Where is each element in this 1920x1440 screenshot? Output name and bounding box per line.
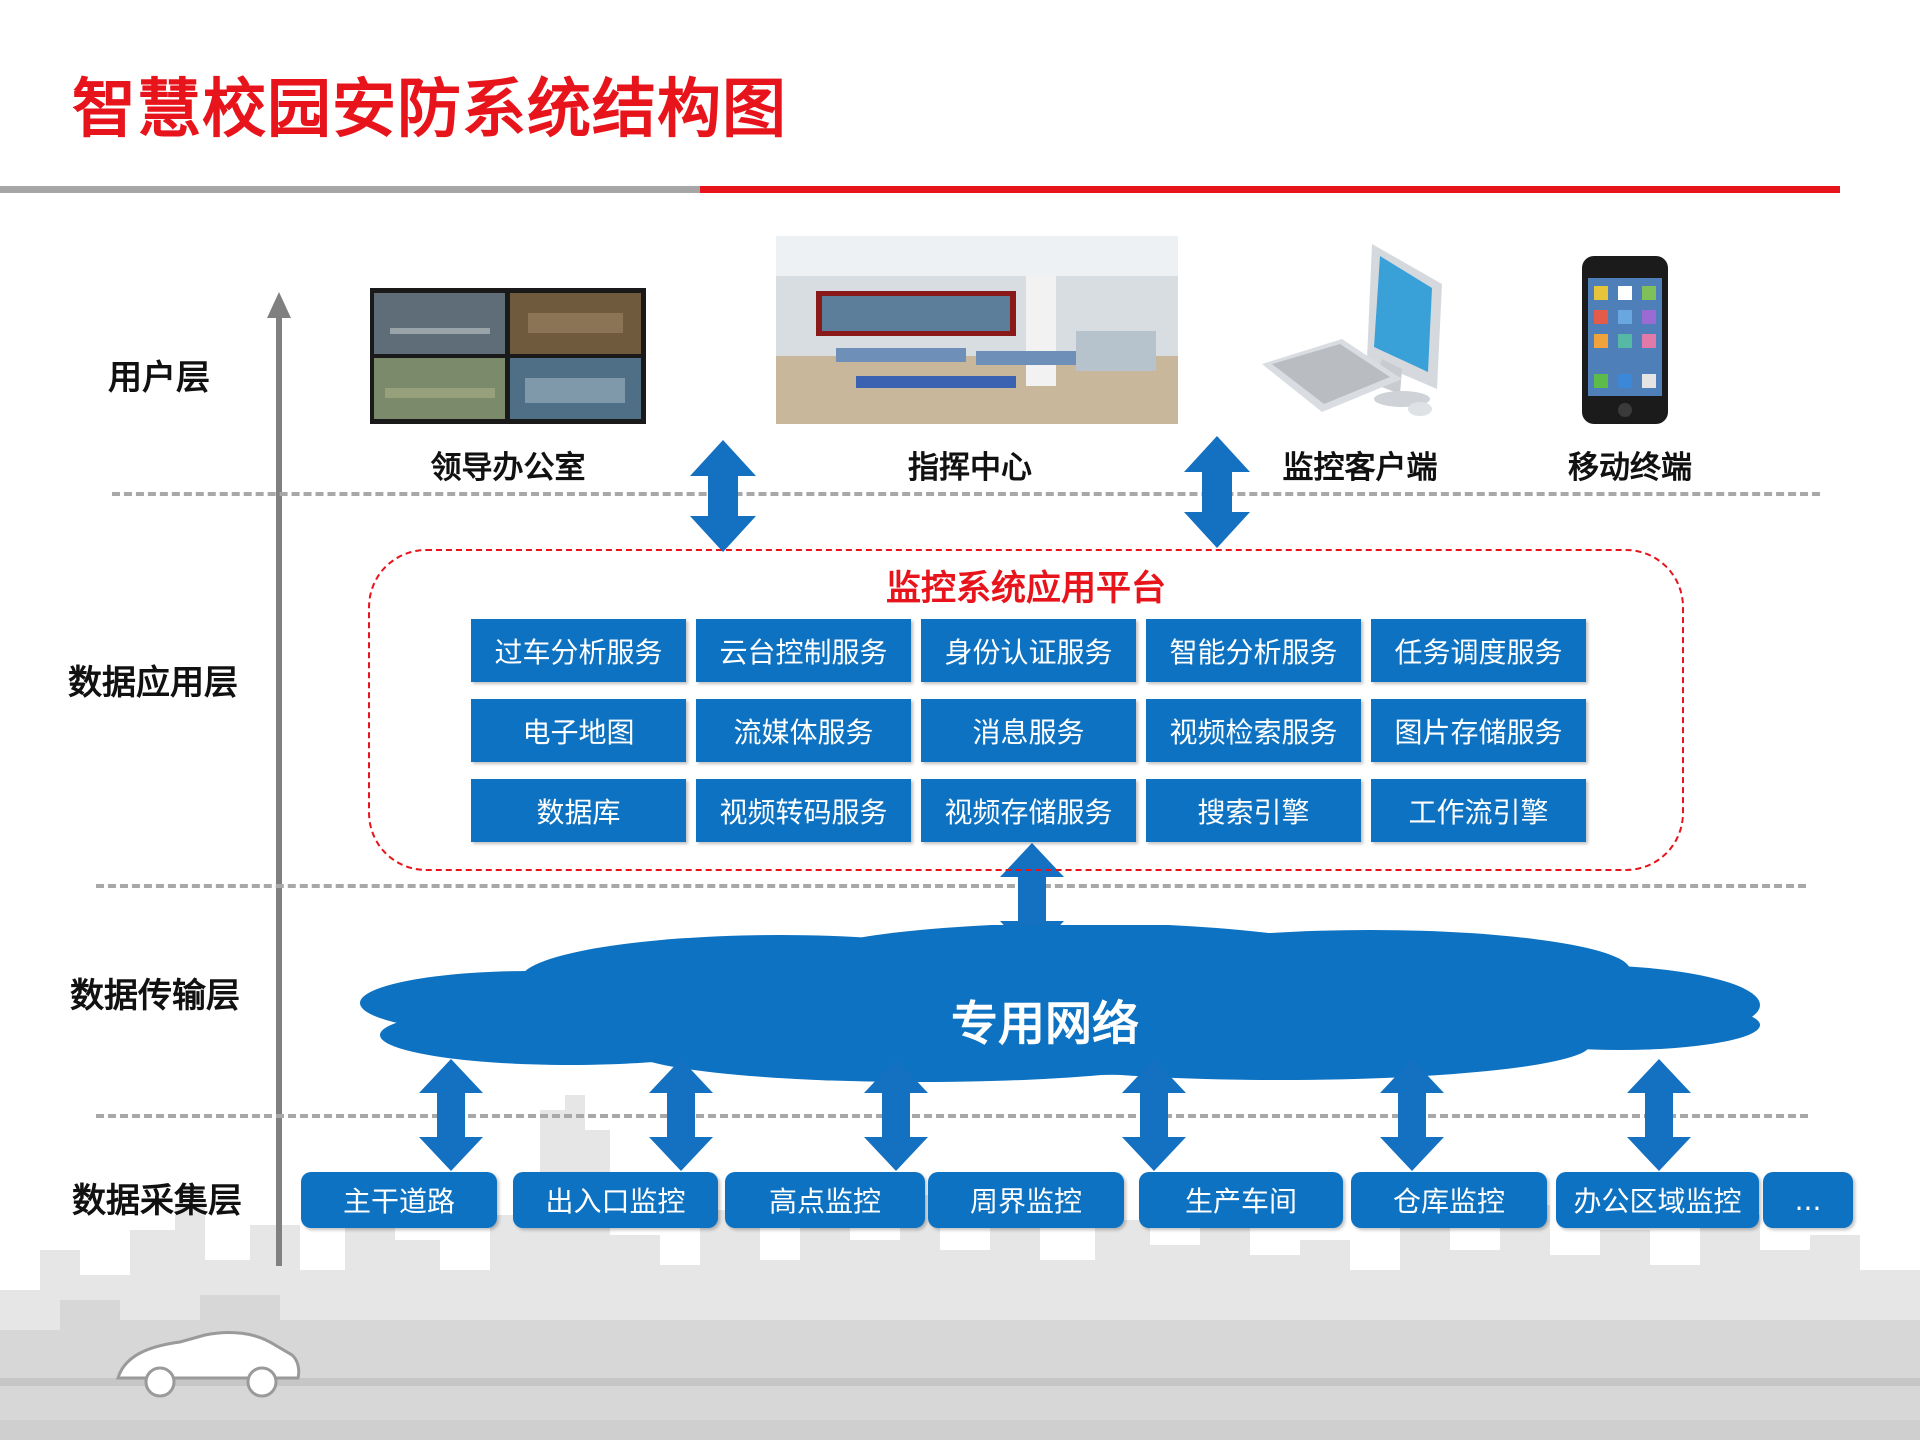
double-arrow-icon bbox=[1184, 436, 1250, 548]
network-cloud bbox=[360, 925, 1760, 1082]
service-block: 图片存储服务 bbox=[1371, 699, 1586, 762]
page-title: 智慧校园安防系统结构图 bbox=[72, 73, 787, 147]
vertical-axis-arrow bbox=[267, 292, 291, 1266]
double-arrow-icon bbox=[1380, 1059, 1444, 1171]
video-wall-icon bbox=[370, 288, 646, 424]
double-arrow-icon bbox=[690, 440, 756, 552]
service-block: 身份认证服务 bbox=[921, 619, 1136, 682]
service-block: 消息服务 bbox=[921, 699, 1136, 762]
collection-point: 主干道路 bbox=[301, 1172, 497, 1228]
layer-divider bbox=[96, 1114, 1808, 1118]
device-label-office: 领导办公室 bbox=[430, 450, 586, 486]
desktop-computer-icon bbox=[1262, 244, 1442, 416]
collection-point: 仓库监控 bbox=[1351, 1172, 1547, 1228]
collection-point: 出入口监控 bbox=[513, 1172, 718, 1228]
double-arrow-icon bbox=[1122, 1059, 1186, 1171]
device-label-command-center: 指挥中心 bbox=[908, 450, 1032, 486]
layer-divider bbox=[96, 884, 1806, 888]
command-center-photo bbox=[776, 236, 1178, 424]
double-arrow-icon bbox=[1627, 1059, 1691, 1171]
service-block: 电子地图 bbox=[471, 699, 686, 762]
service-block: 视频转码服务 bbox=[696, 779, 911, 842]
network-label: 专用网络 bbox=[951, 997, 1139, 1052]
title-underline-gray bbox=[0, 186, 700, 193]
service-block: 智能分析服务 bbox=[1146, 619, 1361, 682]
car-icon bbox=[115, 1330, 301, 1398]
layer-label-collection: 数据采集层 bbox=[72, 1181, 242, 1221]
service-block: 工作流引擎 bbox=[1371, 779, 1586, 842]
device-label-mobile: 移动终端 bbox=[1568, 450, 1692, 486]
service-block: 搜索引擎 bbox=[1146, 779, 1361, 842]
application-platform-frame bbox=[368, 549, 1684, 871]
service-block: 任务调度服务 bbox=[1371, 619, 1586, 682]
service-block: 过车分析服务 bbox=[471, 619, 686, 682]
double-arrow-icon bbox=[649, 1059, 713, 1171]
layer-label-application: 数据应用层 bbox=[68, 663, 238, 703]
collection-point: 办公区域监控 bbox=[1556, 1172, 1759, 1228]
platform-title: 监控系统应用平台 bbox=[885, 569, 1166, 609]
collection-point: 高点监控 bbox=[725, 1172, 925, 1228]
device-label-client: 监控客户端 bbox=[1282, 450, 1438, 486]
layer-label-transport: 数据传输层 bbox=[70, 976, 240, 1016]
collection-point: 生产车间 bbox=[1139, 1172, 1343, 1228]
service-block: 数据库 bbox=[471, 779, 686, 842]
service-grid: 过车分析服务 云台控制服务 身份认证服务 智能分析服务 任务调度服务 电子地图 … bbox=[471, 619, 1586, 842]
layer-label-user: 用户层 bbox=[108, 358, 210, 398]
service-block: 视频检索服务 bbox=[1146, 699, 1361, 762]
double-arrow-icon bbox=[419, 1059, 483, 1171]
layer-divider bbox=[112, 492, 1820, 496]
service-block: 流媒体服务 bbox=[696, 699, 911, 762]
collection-point: 周界监控 bbox=[928, 1172, 1124, 1228]
title-underline-red bbox=[700, 186, 1840, 193]
service-block: 视频存储服务 bbox=[921, 779, 1136, 842]
collection-point-more: ... bbox=[1763, 1172, 1853, 1228]
smartphone-icon bbox=[1582, 256, 1668, 424]
double-arrow-icon bbox=[864, 1059, 928, 1171]
service-block: 云台控制服务 bbox=[696, 619, 911, 682]
